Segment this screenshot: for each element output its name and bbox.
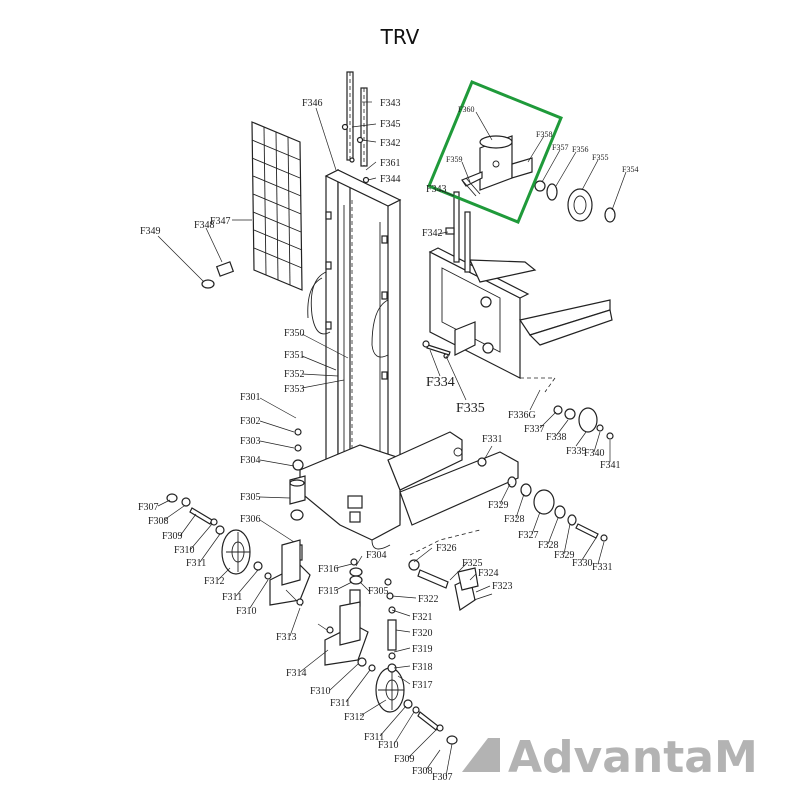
highlight-box (427, 80, 563, 224)
label-F341: F341 (600, 460, 621, 471)
label-F317: F317 (412, 680, 433, 691)
carriage-bolts (422, 340, 451, 359)
label-F320: F320 (412, 628, 433, 639)
label-F308-b: F308 (412, 766, 433, 777)
center-caster-group (317, 558, 458, 745)
label-F342-b: F342 (422, 228, 443, 239)
label-F346: F346 (302, 98, 323, 109)
wire-mesh-guard (201, 121, 303, 291)
label-F327: F327 (518, 530, 539, 541)
label-F343-b: F343 (426, 184, 447, 195)
label-F321: F321 (412, 612, 433, 623)
label-F319: F319 (412, 644, 433, 655)
label-F356: F356 (572, 145, 588, 154)
label-F323: F323 (492, 581, 513, 592)
mast-frame (299, 169, 519, 550)
label-F335: F335 (456, 401, 485, 416)
label-F309-b: F309 (394, 754, 415, 765)
label-F311-d: F311 (364, 732, 384, 743)
left-caster-group (166, 428, 311, 607)
brand-logo: AdvantaM (462, 732, 758, 783)
label-F330: F330 (572, 558, 593, 569)
label-F311-b: F311 (222, 592, 242, 603)
label-F304-b: F304 (366, 550, 387, 561)
label-F322: F322 (418, 594, 439, 605)
label-F350: F350 (284, 328, 305, 339)
label-F310-a: F310 (174, 545, 195, 556)
label-F347: F347 (210, 216, 231, 227)
label-F306: F306 (240, 514, 261, 525)
mast-chains (341, 71, 370, 184)
pedal-hydraulic-group (384, 529, 493, 673)
label-F314: F314 (286, 668, 307, 679)
label-F334: F334 (426, 375, 455, 390)
part-labels: F346 F343 F345 F342 F361 F344 F347 F348 … (138, 98, 638, 783)
label-F324: F324 (478, 568, 499, 579)
label-F343: F343 (380, 98, 401, 109)
label-F329-b: F329 (554, 550, 575, 561)
brand-logo-text: AdvantaM (508, 732, 758, 783)
label-F352: F352 (284, 369, 305, 380)
label-F342: F342 (380, 138, 401, 149)
label-F331-a: F331 (482, 434, 503, 445)
carriage-chains (445, 191, 471, 273)
label-F355: F355 (592, 153, 608, 162)
label-F316: F316 (318, 564, 339, 575)
label-F353: F353 (284, 384, 305, 395)
label-F307-b: F307 (432, 772, 453, 783)
label-F304-a: F304 (240, 455, 261, 466)
label-F354: F354 (622, 165, 638, 174)
label-F329-a: F329 (488, 500, 509, 511)
label-F312-a: F312 (204, 576, 225, 587)
label-F331-b: F331 (592, 562, 613, 573)
label-F305-b: F305 (368, 586, 389, 597)
label-F358: F358 (536, 130, 552, 139)
label-F313: F313 (276, 632, 297, 643)
label-F340: F340 (584, 448, 605, 459)
label-F361: F361 (380, 158, 401, 169)
label-F336G: F336G (508, 410, 536, 421)
label-F337: F337 (524, 424, 545, 435)
label-F315: F315 (318, 586, 339, 597)
label-F302: F302 (240, 416, 261, 427)
label-F307-a: F307 (138, 502, 159, 513)
label-F357: F357 (552, 143, 568, 152)
advantam-logo-icon (462, 738, 500, 772)
label-F359: F359 (446, 155, 462, 164)
label-F318: F318 (412, 662, 433, 673)
label-F349: F349 (140, 226, 161, 237)
label-F310-c: F310 (310, 686, 331, 697)
label-F310-b: F310 (236, 606, 257, 617)
label-F309-a: F309 (162, 531, 183, 542)
label-F325: F325 (462, 558, 483, 569)
label-F301: F301 (240, 392, 261, 403)
label-F328-a: F328 (504, 514, 525, 525)
label-F303: F303 (240, 436, 261, 447)
label-F348: F348 (194, 220, 215, 231)
roller-assembly (461, 135, 616, 223)
label-F310-d: F310 (378, 740, 399, 751)
label-F326: F326 (436, 543, 457, 554)
label-F305-a: F305 (240, 492, 261, 503)
leader-lines (157, 101, 627, 777)
label-F339: F339 (566, 446, 587, 457)
label-F360: F360 (458, 105, 474, 114)
label-F311-c: F311 (330, 698, 350, 709)
label-F308-a: F308 (148, 516, 169, 527)
label-F312-b: F312 (344, 712, 365, 723)
label-F345: F345 (380, 119, 401, 130)
label-F344: F344 (380, 174, 401, 185)
label-F338: F338 (546, 432, 567, 443)
label-F311-a: F311 (186, 558, 206, 569)
label-F328-b: F328 (538, 540, 559, 551)
diagram-title: TRV (380, 25, 420, 49)
label-F351: F351 (284, 350, 305, 361)
